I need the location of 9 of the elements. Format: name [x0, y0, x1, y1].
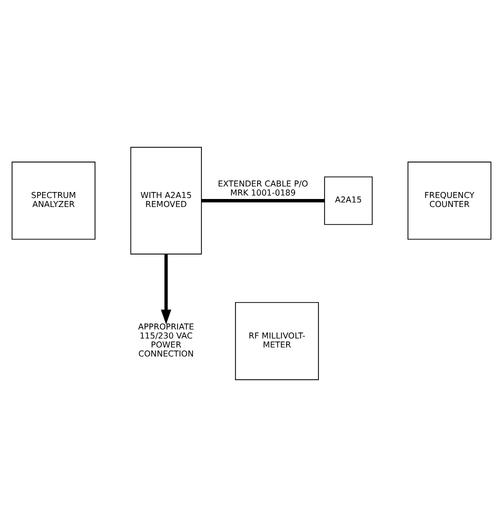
node-box: A2A15	[324, 176, 373, 225]
arrow	[160, 254, 172, 324]
node-text: APPROPRIATE 115/230 VAC POWER CONNECTION	[138, 322, 194, 359]
connector	[201, 199, 324, 202]
edge-label: EXTENDER CABLE P/O MRK 1001-0189	[218, 178, 308, 198]
node-box: FREQUENCY COUNTER	[408, 162, 492, 240]
node-box: WITH A2A15 REMOVED	[130, 146, 202, 254]
node-box: RF MILLIVOLT-METER	[235, 302, 319, 380]
node-box: SPECTRUM ANALYZER	[12, 162, 96, 240]
